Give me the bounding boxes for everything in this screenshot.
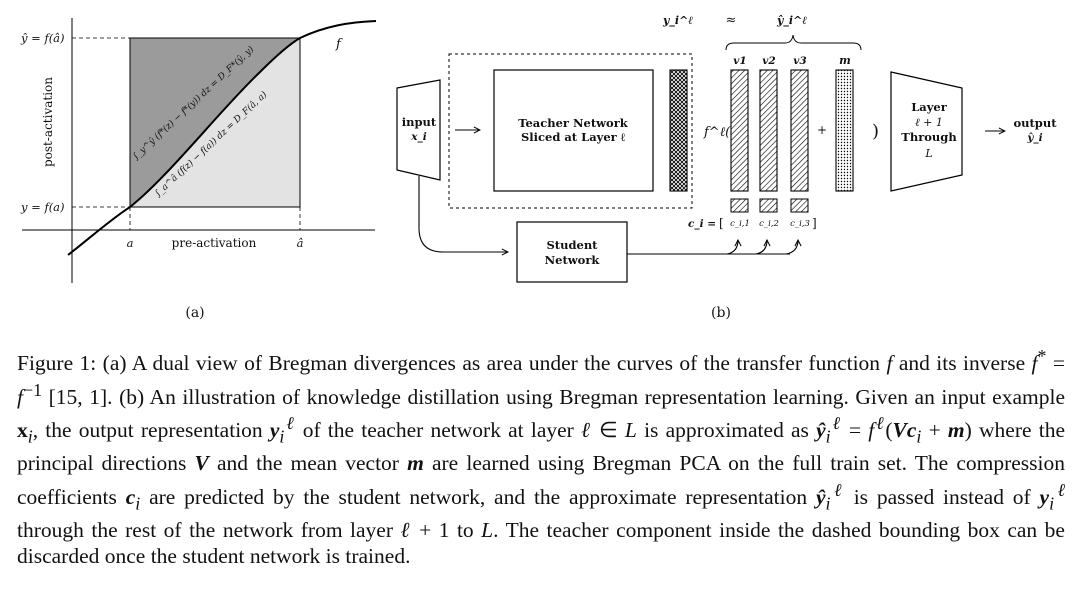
caption-seg: where the principal directions	[17, 418, 1065, 476]
basis-v2	[759, 69, 778, 192]
input-label: input	[402, 115, 437, 129]
teacher-network	[493, 69, 654, 192]
coef-box-2	[759, 198, 778, 213]
arrow-to-c2	[755, 240, 767, 255]
mean-vector	[835, 69, 854, 192]
student-network	[516, 221, 628, 283]
c3-label: c_i,3	[790, 219, 810, 229]
c1-label: c_i,1	[730, 219, 750, 229]
coef-box-3	[790, 198, 809, 213]
caption-seg: to	[449, 517, 482, 542]
v3-label: v3	[793, 55, 806, 67]
v2-label: v2	[762, 55, 775, 67]
light-region	[130, 38, 300, 207]
figure-number: Figure 1:	[17, 351, 97, 376]
caption-seg: [15, 1]. (b) An illustration of knowledg…	[42, 384, 1065, 409]
basis-v1	[730, 69, 749, 192]
caption-seg: are predicted by the student network, an…	[140, 484, 816, 509]
teacher-representation-bar	[669, 69, 688, 192]
brace	[725, 34, 862, 51]
teacher-line2: Sliced at Layer ℓ	[521, 130, 626, 144]
output-label: output	[1013, 116, 1057, 130]
basis-v3	[790, 69, 809, 192]
caption-seg: , the output representation	[32, 418, 270, 443]
c-open-bracket: [	[719, 216, 724, 230]
area-box	[129, 37, 301, 208]
caption-seg: through the rest of the network from lay…	[17, 517, 401, 542]
panel-b: input x_i Teacher Network Sliced at Laye…	[396, 13, 1057, 321]
student-line1: Student	[546, 238, 598, 252]
figure: ŷ = f(â) y = f(a) post-activation pre-ac…	[20, 13, 1057, 321]
coef-box-1	[730, 198, 749, 213]
dark-region	[130, 38, 300, 207]
layer-line3: Through	[901, 130, 957, 144]
plus-sign: +	[817, 123, 827, 137]
layer-line2: ℓ + 1	[915, 116, 943, 129]
caption-seg: is passed instead of	[844, 484, 1040, 509]
caption-math: y	[269, 418, 280, 443]
v1-label: v1	[733, 55, 746, 67]
pre-activation-label: pre-activation	[172, 236, 257, 250]
caption-seg: of the teacher network at layer	[295, 418, 582, 443]
y-label: y = f(a)	[20, 200, 65, 214]
teacher-line1: Teacher Network	[518, 116, 629, 130]
output-var: ŷ_i	[1026, 131, 1042, 145]
input-block	[396, 79, 441, 181]
yhat-label: ŷ = f(â)	[20, 31, 65, 45]
caption-math: f	[1031, 351, 1038, 376]
layer-line1: Layer	[911, 100, 948, 114]
input-var: x_i	[410, 131, 427, 144]
arrow-input-student	[418, 176, 508, 252]
caption-seg: is approximated as	[636, 418, 817, 443]
caption-seg: and the mean vector	[208, 451, 408, 476]
c-close-bracket: ]	[812, 216, 817, 230]
close-paren: )	[872, 121, 879, 142]
figure-caption: Figure 1: (a) A dual view of Bregman div…	[17, 346, 1065, 569]
caption-seg: . The teacher component inside the dashe…	[17, 517, 1065, 569]
m-label: m	[839, 54, 851, 67]
panel-a: ŷ = f(â) y = f(a) post-activation pre-ac…	[20, 18, 377, 321]
panel-b-label: (b)	[711, 305, 731, 321]
caption-math: x	[17, 418, 28, 443]
student-line2: Network	[545, 253, 601, 267]
approx-symbol: ≈	[726, 13, 737, 28]
caption-seg: (a) A dual view of Bregman divergences a…	[102, 351, 887, 376]
curve-f-label: f	[335, 37, 343, 52]
f-label: f^ℓ(	[703, 125, 731, 140]
layer-block	[890, 71, 963, 192]
tick-a: a	[127, 236, 134, 250]
transfer-curve	[67, 20, 377, 256]
caption-seg: are learned using Bregman PCA on the ful…	[17, 451, 1065, 509]
caption-math: f	[886, 351, 893, 376]
post-activation-label: post-activation	[41, 77, 55, 167]
caption-seg: and its inverse	[892, 351, 1032, 376]
yhat-label: ŷ_i^ℓ	[776, 14, 807, 28]
arrow-to-c3	[785, 240, 798, 255]
c2-label: c_i,2	[759, 219, 779, 229]
caption-math: ŷ	[816, 418, 826, 443]
discardable-bounding-box	[448, 53, 693, 209]
layer-line4: L	[924, 147, 932, 160]
tick-ahat: â	[297, 236, 304, 250]
y-label: y_i^ℓ	[662, 14, 693, 28]
c-label: c_i =	[688, 218, 716, 231]
panel-a-label: (a)	[185, 305, 204, 321]
arrow-to-c1	[726, 240, 738, 255]
